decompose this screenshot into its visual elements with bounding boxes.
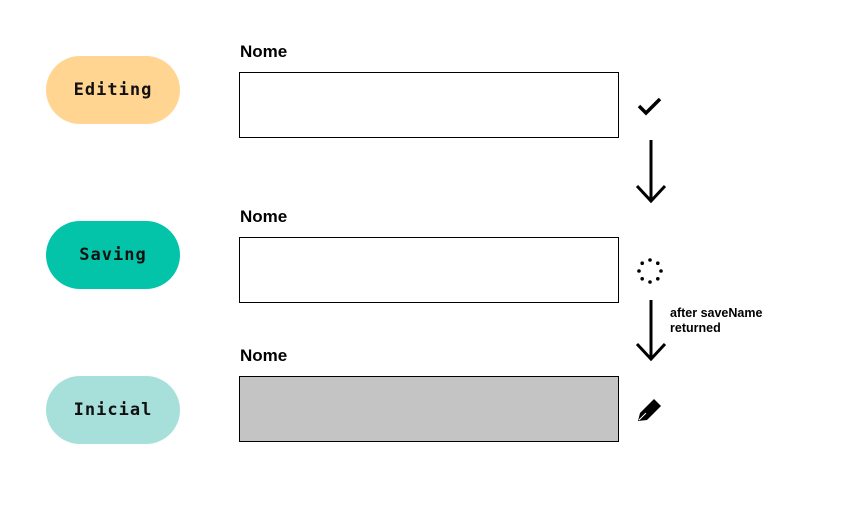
pencil-icon[interactable] (636, 397, 664, 423)
transition-arrow-saving-to-inicial (635, 300, 667, 362)
name-input-saving[interactable] (239, 237, 619, 303)
state-editing-pill: Editing (46, 56, 180, 124)
state-saving-pill: Saving (46, 221, 180, 289)
field-label-saving: Nome (240, 207, 288, 226)
field-label-inicial: Nome (240, 346, 288, 365)
field-label-editing: Nome (240, 42, 288, 61)
checkmark-icon[interactable] (636, 94, 664, 118)
loading-spinner-icon (637, 258, 663, 284)
name-input-inicial (239, 376, 619, 442)
transition-arrow-editing-to-saving (635, 140, 667, 204)
state-inicial-pill: Inicial (46, 376, 180, 444)
name-input-editing[interactable] (239, 72, 619, 138)
transition-label: after saveName returned (670, 306, 763, 335)
